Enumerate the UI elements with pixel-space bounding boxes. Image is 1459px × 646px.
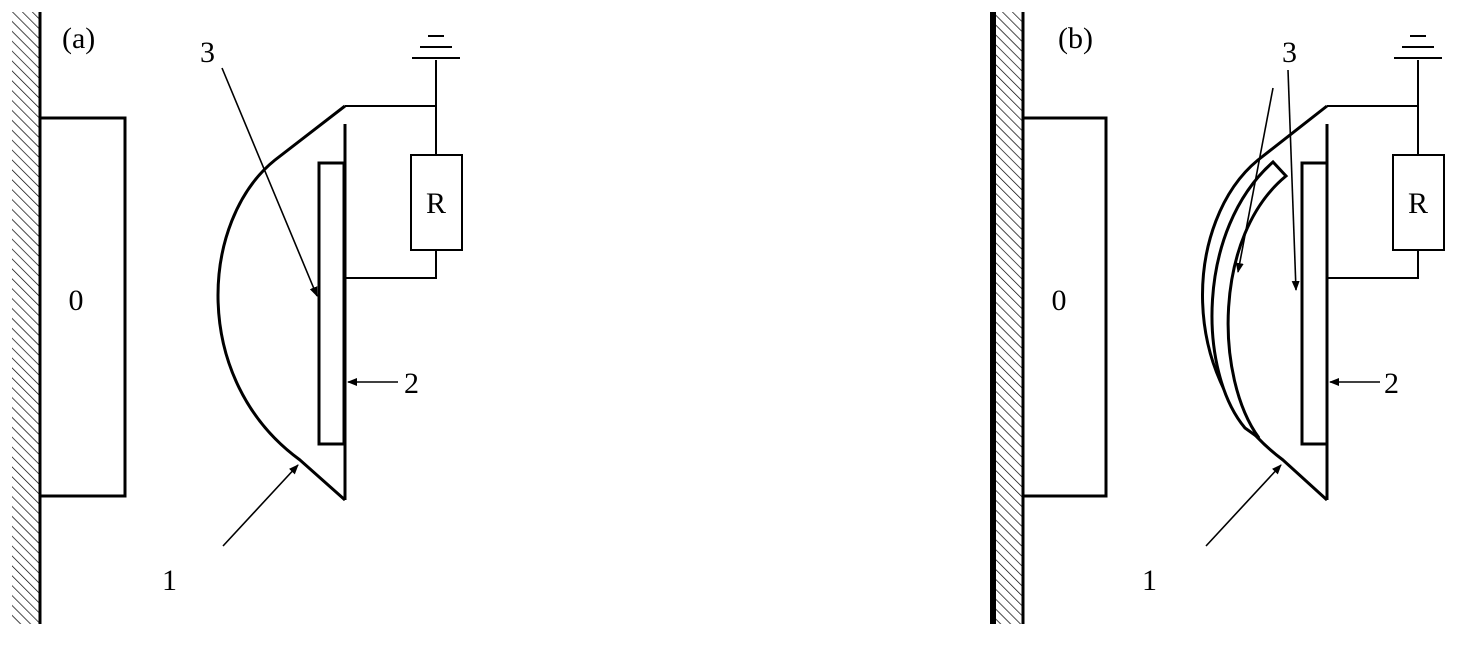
resistor-label-b: R bbox=[1408, 187, 1428, 220]
panel-caption-a: (a) bbox=[62, 22, 95, 55]
resistor-a bbox=[410, 154, 463, 251]
wall-hatching-b bbox=[996, 12, 1022, 624]
wire-top-a bbox=[345, 105, 437, 155]
wire-bottom-a bbox=[345, 250, 437, 279]
ground-symbol-a bbox=[412, 35, 460, 59]
leader-3-flat-b bbox=[1287, 69, 1300, 291]
ground-symbol-b bbox=[1394, 35, 1442, 59]
panel-caption-b: (b) bbox=[1058, 22, 1093, 55]
object-label-a: 0 bbox=[69, 284, 84, 317]
resistor-label-a: R bbox=[426, 187, 446, 220]
curved-electrode-a bbox=[216, 104, 346, 502]
resistor-b bbox=[1392, 154, 1445, 251]
object-block-b bbox=[1023, 116, 1108, 498]
circuit-b: R bbox=[1327, 35, 1445, 279]
wall-b bbox=[990, 12, 1025, 624]
dielectric-layer-a bbox=[317, 161, 346, 446]
label-1-b: 1 bbox=[1142, 564, 1157, 597]
wire-top-b bbox=[1327, 105, 1419, 155]
panel-a: 0 (a) R 1 2 3 bbox=[12, 12, 463, 624]
leader-1-a bbox=[222, 464, 299, 547]
panel-b: 0 (b) R 1 2 3 bbox=[990, 12, 1445, 624]
label-3-a: 3 bbox=[200, 36, 215, 69]
label-2-a: 2 bbox=[404, 367, 419, 400]
object-block-a bbox=[40, 116, 127, 498]
leader-3-a bbox=[221, 67, 318, 297]
wall-hatching-a bbox=[12, 12, 39, 624]
object-label-b: 0 bbox=[1052, 284, 1067, 317]
leader-3-curved-b bbox=[1235, 87, 1274, 273]
wall-a bbox=[12, 12, 42, 624]
label-1-a: 1 bbox=[162, 564, 177, 597]
curved-dielectric-b bbox=[1210, 159, 1289, 440]
wire-bottom-b bbox=[1327, 250, 1419, 279]
label-2-b: 2 bbox=[1384, 367, 1399, 400]
dielectric-layer-b bbox=[1300, 161, 1329, 446]
leader-1-b bbox=[1205, 464, 1282, 547]
circuit-a: R bbox=[345, 35, 463, 279]
label-3-b: 3 bbox=[1282, 36, 1297, 69]
